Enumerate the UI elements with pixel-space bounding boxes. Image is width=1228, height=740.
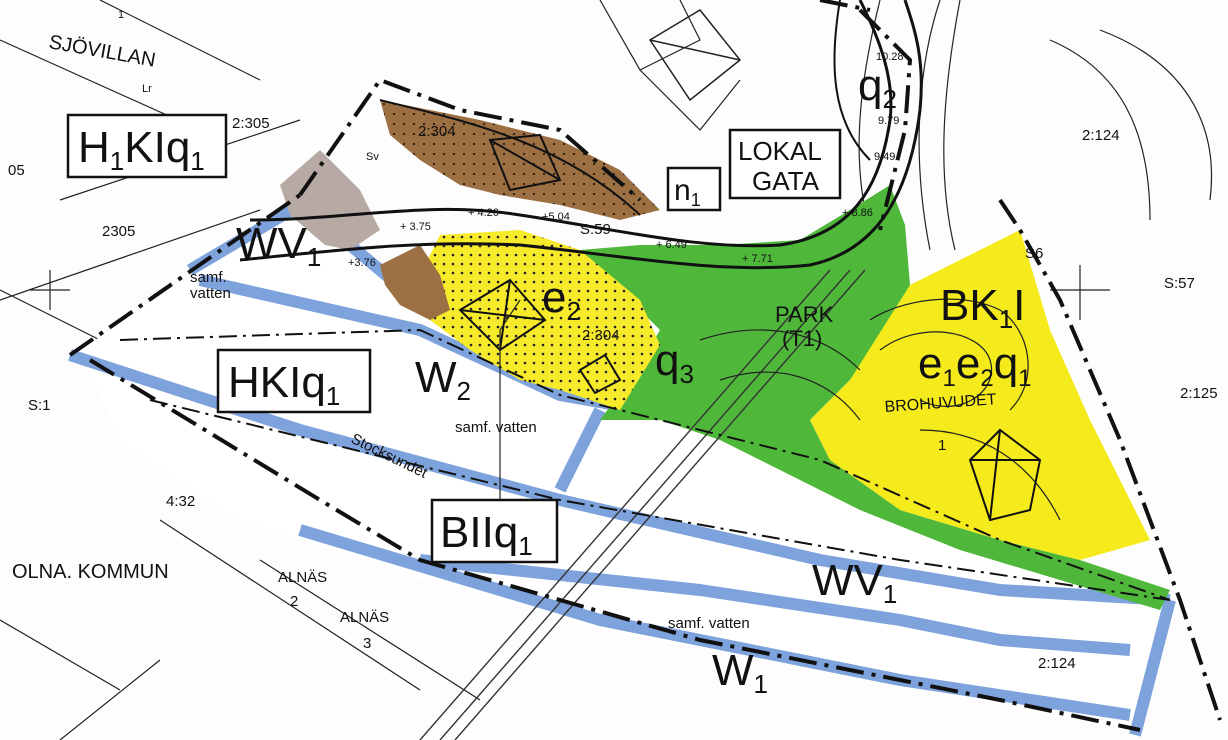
svg-text:HKIq1: HKIq1	[228, 358, 340, 411]
parcel-2-304b: 2:304	[582, 327, 620, 344]
parcel-2-305b: 2305	[102, 223, 135, 240]
parcel-s57: S:57	[1164, 275, 1195, 292]
parcel-2-305a: 2:305	[232, 115, 270, 132]
park-code: (T1)	[782, 326, 822, 351]
svg-text:GATA: GATA	[752, 166, 820, 196]
parcel-1-br: 1	[938, 437, 946, 454]
svg-text:H1KIq1: H1KIq1	[78, 123, 205, 176]
zone-w1: W1	[712, 646, 768, 699]
zone-e1e2q1: e1e2q1	[918, 339, 1032, 392]
place-alnas-2: ALNÄS	[278, 569, 327, 586]
plan-boundary	[68, 0, 1222, 732]
height-9-49: 9.49	[874, 151, 895, 163]
height-5-04: +5.04	[542, 211, 570, 223]
height-7-71: + 7.71	[742, 253, 773, 265]
height-4-26: + 4.26	[468, 207, 499, 219]
water-label-1a: samf.	[190, 269, 227, 286]
lokal-gata-label[interactable]: LOKAL GATA	[728, 128, 842, 200]
parcel-sv: Sv	[366, 151, 379, 163]
zone-e2: e2	[542, 273, 581, 326]
contours	[699, 298, 1061, 521]
park-label: PARK	[775, 302, 834, 327]
parcel-05: 05	[8, 162, 25, 179]
parcel-4-32: 4:32	[166, 493, 195, 510]
zone-bk1i: BK1I	[940, 281, 1025, 334]
parcel-1-top: 1	[118, 9, 124, 21]
parcel-s1: S:1	[28, 397, 51, 414]
buildings	[458, 9, 1042, 522]
zone-q2: q2	[858, 61, 897, 114]
zone-wv1-bottom: WV1	[812, 556, 897, 609]
roads	[239, 0, 923, 740]
svg-text:BIIq1: BIIq1	[440, 508, 533, 561]
water-label-1b: vatten	[190, 285, 231, 302]
height-9-79: 9.79	[878, 115, 899, 127]
place-alnas-2-number: 2	[290, 593, 298, 610]
zone-wv1-left: WV1	[236, 219, 321, 272]
zone-q3: q3	[655, 336, 694, 389]
parcel-s6: S6	[1025, 245, 1043, 262]
parcel-2-304a: 2:304	[418, 123, 456, 140]
place-alnas-3: ALNÄS	[340, 609, 389, 626]
parcel-s59: S:59	[580, 221, 611, 238]
place-sjovillan: SJÖVILLAN	[47, 31, 157, 71]
height-10-28: 10.28	[876, 51, 904, 63]
parcel-2-125: 2:125	[1180, 385, 1218, 402]
zone-w2: W2	[415, 353, 471, 406]
height-8-86: + 8.86	[842, 207, 873, 219]
zone-h1kiq1-label[interactable]: H1KIq1	[66, 113, 228, 179]
parcel-2-124b: 2:124	[1038, 655, 1076, 672]
water-label-2: samf. vatten	[455, 419, 537, 436]
zone-n1-label[interactable]: n1	[666, 166, 722, 212]
place-alnas-3-number: 3	[363, 635, 371, 652]
height-6-49: + 6.49	[656, 239, 687, 251]
water-label-3: samf. vatten	[668, 615, 750, 632]
height-3-75: + 3.75	[400, 221, 431, 233]
svg-text:LOKAL: LOKAL	[738, 136, 822, 166]
parcel-2-124a: 2:124	[1082, 127, 1120, 144]
height-3-76: +3.76	[348, 257, 376, 269]
parcel-lr: Lr	[142, 83, 152, 95]
place-kommun: OLNA. KOMMUN	[12, 561, 169, 583]
zone-hkiq1-label[interactable]: HKIq1	[216, 348, 372, 414]
zone-biiq1-label[interactable]: BIIq1	[430, 299, 559, 564]
svg-text:n1: n1	[674, 174, 701, 210]
